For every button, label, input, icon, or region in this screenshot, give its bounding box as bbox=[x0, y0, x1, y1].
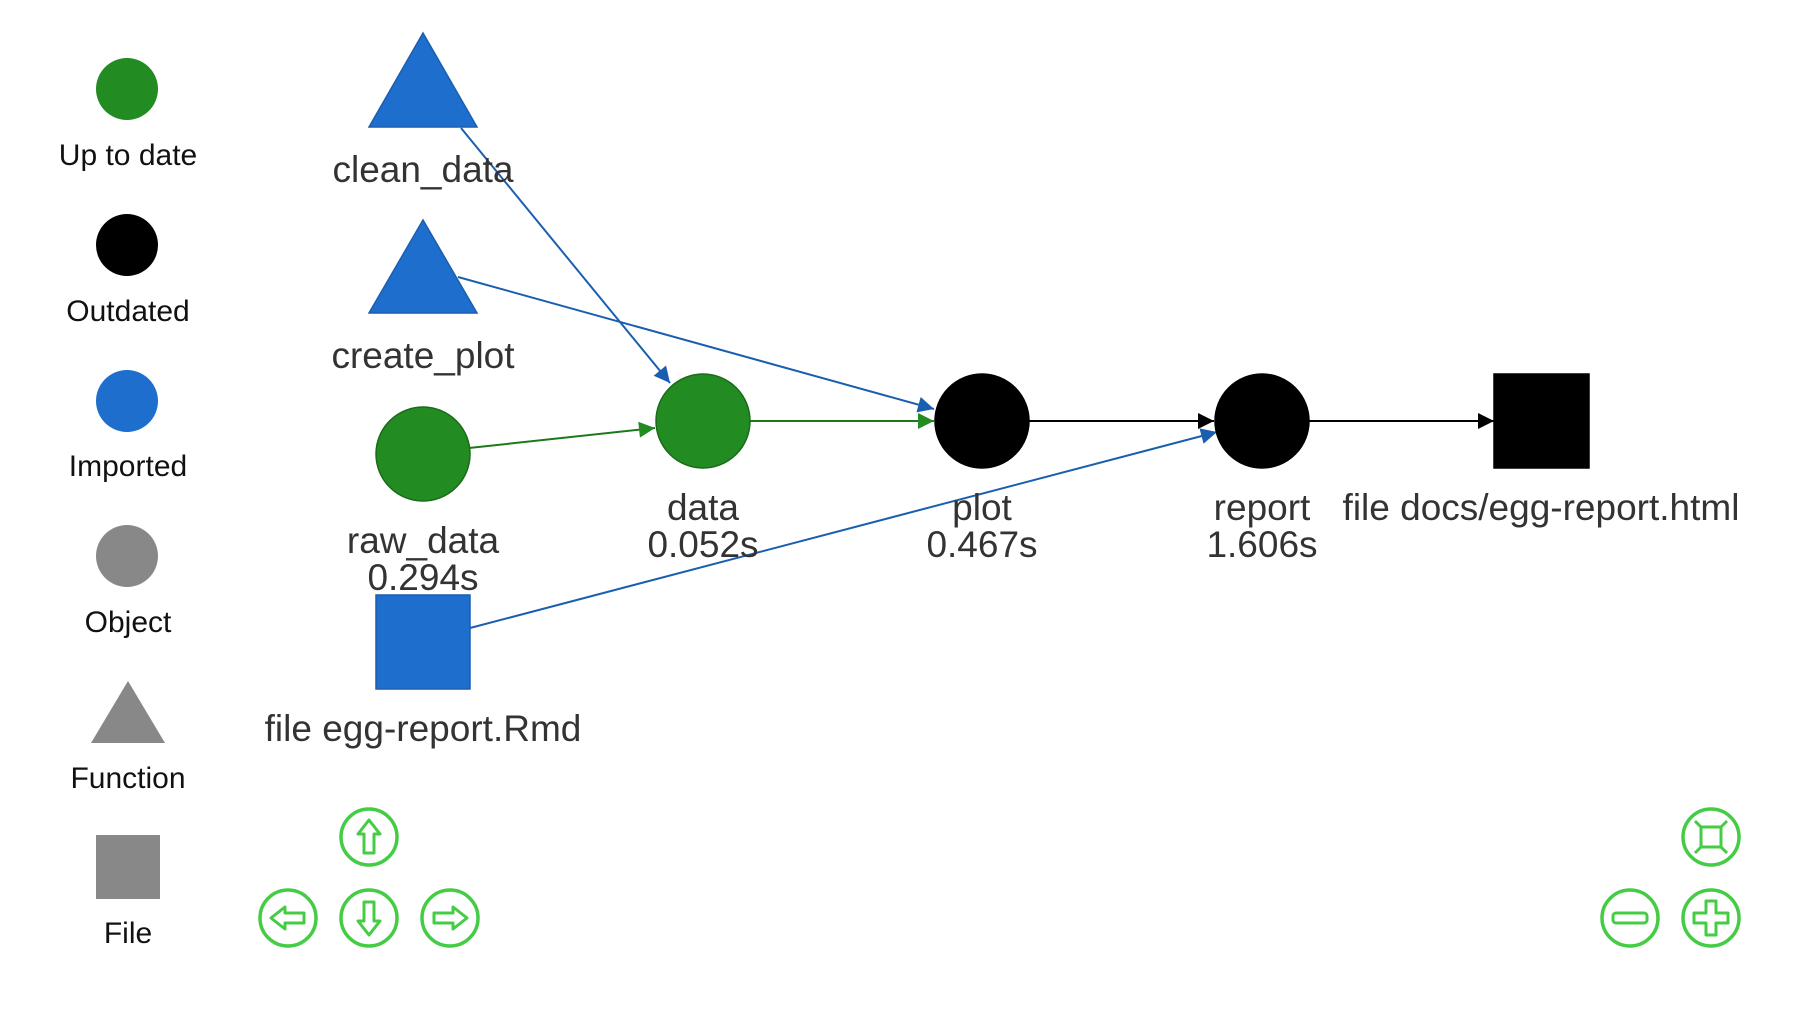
arrow-down-icon bbox=[356, 900, 382, 937]
nodes: clean_data create_plot raw_data 0.294s f… bbox=[265, 31, 1740, 749]
plot-circle[interactable] bbox=[934, 373, 1030, 469]
arrow-right-icon bbox=[432, 905, 469, 931]
plot-duration: 0.467s bbox=[926, 524, 1037, 565]
legend-function-label: Function bbox=[70, 762, 185, 795]
node-egg-report-html[interactable]: file docs/egg-report.html bbox=[1343, 373, 1740, 528]
legend-item-object: Object bbox=[85, 525, 172, 639]
legend-item-imported: Imported bbox=[69, 370, 187, 483]
legend-outdated-label: Outdated bbox=[66, 295, 189, 328]
node-egg-report-rmd[interactable]: file egg-report.Rmd bbox=[265, 594, 582, 749]
navigation-controls bbox=[258, 807, 1741, 948]
egg-report-rmd-label: file egg-report.Rmd bbox=[265, 708, 582, 749]
report-circle[interactable] bbox=[1214, 373, 1310, 469]
report-label: report bbox=[1214, 487, 1311, 528]
legend-object-label: Object bbox=[85, 606, 172, 639]
node-data[interactable]: data 0.052s bbox=[647, 373, 759, 565]
legend-item-outdated: Outdated bbox=[66, 214, 190, 328]
legend-file-swatch bbox=[96, 835, 160, 899]
data-duration: 0.052s bbox=[647, 524, 758, 565]
report-duration: 1.606s bbox=[1206, 524, 1317, 565]
edge-raw-data-to-data[interactable] bbox=[468, 421, 656, 449]
create-plot-label: create_plot bbox=[331, 335, 515, 376]
plot-label: plot bbox=[952, 487, 1012, 528]
nav-left-button[interactable] bbox=[258, 888, 318, 948]
legend-outdated-swatch bbox=[96, 214, 158, 276]
zoom-out-icon bbox=[1611, 911, 1649, 925]
node-raw-data[interactable]: raw_data 0.294s bbox=[347, 406, 500, 598]
nav-up-button[interactable] bbox=[339, 807, 399, 867]
raw-data-duration: 0.294s bbox=[367, 557, 478, 598]
raw-data-circle[interactable] bbox=[375, 406, 471, 502]
edge-create-plot-to-plot[interactable] bbox=[457, 276, 935, 413]
legend-up-to-date-label: Up to date bbox=[59, 139, 197, 172]
legend: Up to date Outdated Imported Object Func… bbox=[59, 58, 197, 950]
data-circle[interactable] bbox=[655, 373, 751, 469]
create-plot-triangle[interactable] bbox=[367, 218, 479, 314]
arrow-up-icon bbox=[356, 818, 382, 855]
node-plot[interactable]: plot 0.467s bbox=[926, 373, 1038, 565]
legend-imported-swatch bbox=[96, 370, 158, 432]
arrow-left-icon bbox=[269, 905, 306, 931]
zoom-extends-button[interactable] bbox=[1681, 807, 1741, 867]
legend-object-swatch bbox=[96, 525, 158, 587]
legend-imported-label: Imported bbox=[69, 450, 187, 483]
edge-clean-data-to-data[interactable] bbox=[460, 127, 671, 384]
edge-rmd-to-report[interactable] bbox=[469, 428, 1218, 629]
legend-up-to-date-swatch bbox=[96, 58, 158, 120]
nav-right-button[interactable] bbox=[420, 888, 480, 948]
legend-item-file: File bbox=[96, 835, 160, 950]
data-label: data bbox=[667, 487, 739, 528]
legend-item-up-to-date: Up to date bbox=[59, 58, 197, 172]
zoom-in-button[interactable] bbox=[1681, 888, 1741, 948]
egg-report-html-square[interactable] bbox=[1493, 373, 1590, 469]
legend-function-swatch bbox=[91, 681, 165, 743]
node-report[interactable]: report 1.606s bbox=[1206, 373, 1318, 565]
egg-report-rmd-square[interactable] bbox=[375, 594, 471, 690]
nav-down-button[interactable] bbox=[339, 888, 399, 948]
legend-file-label: File bbox=[104, 917, 152, 950]
egg-report-html-label: file docs/egg-report.html bbox=[1343, 487, 1740, 528]
node-clean-data[interactable]: clean_data bbox=[332, 31, 514, 190]
clean-data-triangle[interactable] bbox=[367, 31, 479, 128]
zoom-in-icon bbox=[1692, 899, 1730, 937]
raw-data-label: raw_data bbox=[347, 520, 500, 561]
zoom-extends-icon bbox=[1693, 819, 1729, 855]
legend-item-function: Function bbox=[70, 681, 186, 795]
clean-data-label: clean_data bbox=[332, 149, 513, 190]
edges bbox=[457, 127, 1494, 629]
zoom-out-button[interactable] bbox=[1600, 888, 1660, 948]
node-create-plot[interactable]: create_plot bbox=[331, 218, 515, 376]
